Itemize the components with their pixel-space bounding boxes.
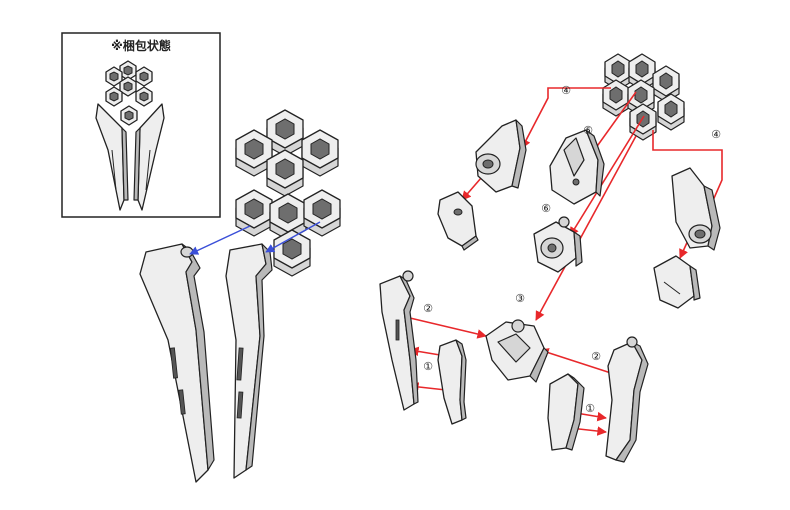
step-label-1-right: ① (585, 402, 595, 415)
step-label-1-left: ① (423, 360, 433, 373)
svg-text:③: ③ (515, 292, 525, 305)
small-joint-left (437, 191, 479, 251)
hex-cell (266, 149, 304, 197)
arrow-step6 (569, 115, 645, 237)
shoulder-part-right (671, 167, 721, 251)
left-blade-b (225, 243, 273, 479)
step-label-6: ⑥ (541, 202, 551, 215)
inset-blades (95, 103, 165, 211)
hex-cell (301, 129, 339, 177)
arrow-step2-right (539, 348, 615, 375)
arrow-step2-left (409, 317, 487, 339)
svg-text:②: ② (423, 302, 433, 315)
inset-hex-cluster (105, 60, 153, 126)
leg-right-inner (547, 373, 585, 451)
svg-text:①: ① (585, 402, 595, 415)
left-hex-cluster (235, 109, 341, 277)
svg-text:④: ④ (561, 84, 571, 97)
step-label-3: ③ (515, 292, 525, 305)
leg-right-outer (605, 336, 649, 463)
step-labels: ④ ⑤ ④ ⑥ ② ③ ① ② ① (423, 84, 721, 415)
leg-left-inner (437, 339, 467, 425)
core-part (533, 216, 583, 273)
step-label-2-left: ② (423, 302, 433, 315)
center-body (485, 319, 549, 383)
arrow-step3 (535, 135, 637, 321)
chest-part (549, 129, 605, 205)
step-label-2-right: ② (591, 350, 601, 363)
svg-text:④: ④ (711, 128, 721, 141)
shoulder-part-left (475, 119, 527, 193)
step-label-5: ⑤ (583, 124, 593, 137)
hex-cell (266, 109, 304, 157)
hex-cell (235, 189, 273, 237)
arrow-step4-left (521, 87, 611, 149)
hex-cell (303, 189, 341, 237)
packaged-state-inset: ※梱包状態 (61, 32, 221, 218)
arrow-step4-right (652, 130, 723, 231)
hex-cell (235, 129, 273, 177)
step-label-4-left: ④ (561, 84, 571, 97)
hex-cell (269, 193, 307, 241)
svg-text:⑤: ⑤ (583, 124, 593, 137)
hex-cell (273, 229, 311, 277)
leg-left-outer (379, 270, 419, 411)
right-hex-runner (602, 53, 685, 141)
connector-arrow-a (189, 225, 251, 255)
svg-text:②: ② (591, 350, 601, 363)
small-joint-right (653, 255, 701, 309)
svg-text:⑥: ⑥ (541, 202, 551, 215)
left-blade-a (139, 243, 215, 483)
inset-title: ※梱包状態 (111, 38, 171, 53)
svg-text:①: ① (423, 360, 433, 373)
connector-arrow-b (265, 221, 321, 253)
step-label-4-right: ④ (711, 128, 721, 141)
